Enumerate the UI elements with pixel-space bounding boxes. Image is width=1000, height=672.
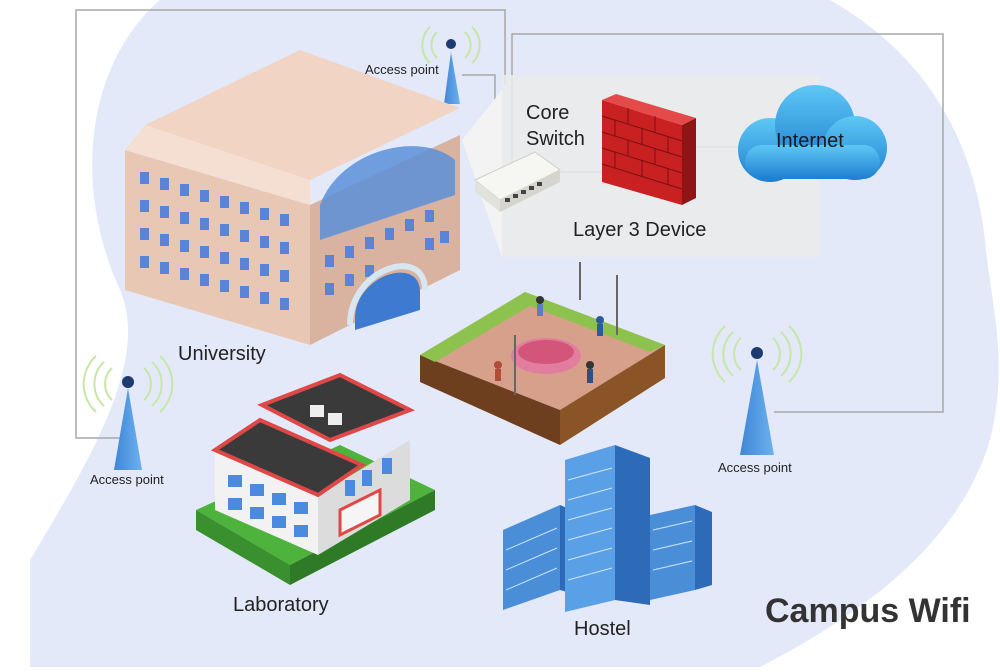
access-point-left <box>82 355 174 470</box>
layer3-device-label: Layer 3 Device <box>573 219 707 241</box>
internet-label: Internet <box>776 130 844 152</box>
core-switch-label-line2: Switch <box>526 128 585 150</box>
core-panel-ray <box>462 90 502 257</box>
diagram-title: Campus Wifi <box>765 592 971 630</box>
core-switch-label-line1: Core <box>526 102 570 124</box>
firewall-device <box>601 94 696 205</box>
university-windows <box>140 172 449 310</box>
university-label: University <box>178 343 266 365</box>
hostel-label: Hostel <box>574 618 631 640</box>
core-switch-device <box>474 151 561 212</box>
access-point-right <box>711 325 803 455</box>
access-point-right-label: Access point <box>718 460 792 475</box>
laboratory-windows <box>228 458 392 537</box>
access-point-top-label: Access point <box>365 62 439 77</box>
internet-cloud-icon <box>738 85 887 182</box>
hostel-buildings <box>503 445 712 612</box>
link-left-loop <box>75 9 506 439</box>
laboratory-label: Laboratory <box>233 594 329 616</box>
university-building <box>125 50 460 345</box>
park-plaza <box>420 262 665 445</box>
laboratory-building <box>196 372 435 585</box>
access-point-left-label: Access point <box>90 472 164 487</box>
access-point-top <box>421 26 481 104</box>
link-top-ap <box>462 74 496 110</box>
